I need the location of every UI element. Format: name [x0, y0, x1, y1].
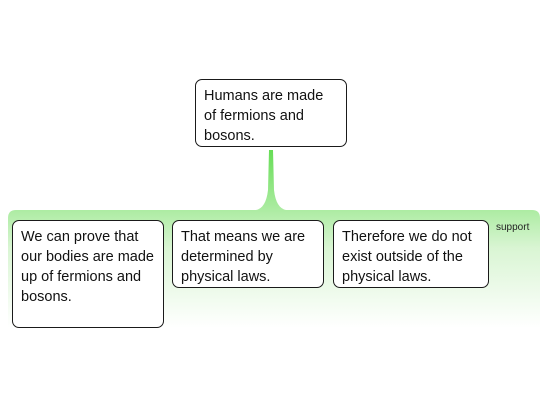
premise-text-1: We can prove that our bodies are made up… [21, 229, 154, 305]
premise-text-2: That means we are determined by physical… [181, 229, 306, 285]
premise-box-3[interactable]: Therefore we do not exist outside of the… [333, 220, 489, 288]
premise-box-1[interactable]: We can prove that our bodies are made up… [12, 220, 164, 328]
support-label: support [496, 222, 530, 233]
claim-box[interactable]: Humans are made of fermions and bosons. [195, 79, 347, 147]
premise-text-3: Therefore we do not exist outside of the… [342, 229, 472, 285]
premise-box-2[interactable]: That means we are determined by physical… [172, 220, 324, 288]
claim-text: Humans are made of fermions and bosons. [204, 88, 324, 144]
